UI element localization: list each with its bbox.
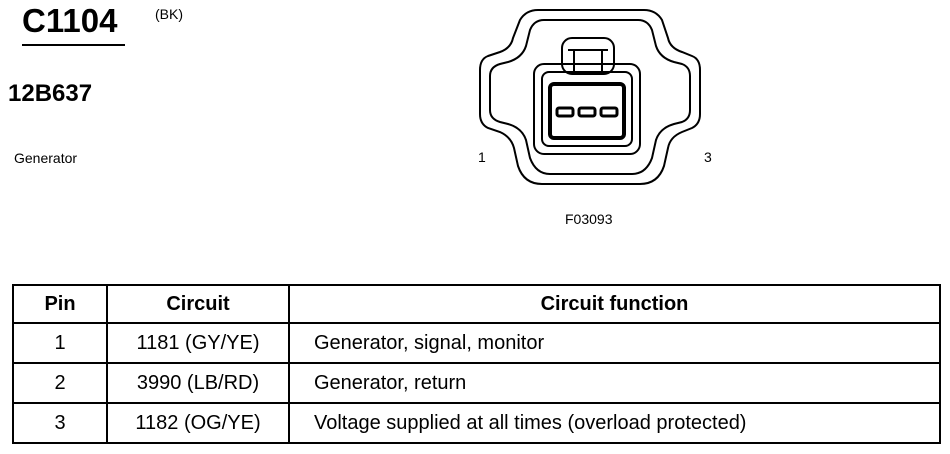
housing-inner-outline xyxy=(489,19,691,175)
connector-color-code: (BK) xyxy=(155,6,183,22)
header-circuit-function: Circuit function xyxy=(288,284,941,324)
table-row: 3 1182 (OG/YE) Voltage supplied at all t… xyxy=(12,402,941,444)
cell-pin: 1 xyxy=(12,322,108,364)
cell-circuit-function: Generator, signal, monitor xyxy=(288,322,941,364)
housing-outer-outline xyxy=(479,9,701,185)
terminal-pin-3 xyxy=(599,106,619,118)
cavity-surround-inner xyxy=(541,71,633,147)
figure-code: F03093 xyxy=(565,211,613,227)
pin-label-3: 3 xyxy=(704,149,712,165)
terminal-pin-1 xyxy=(555,106,575,118)
cavity-surround-outer xyxy=(533,63,641,155)
terminal-block xyxy=(548,82,626,140)
locking-latch xyxy=(561,37,615,75)
pin-label-1: 1 xyxy=(478,149,486,165)
pin-table: Pin Circuit Circuit function 1 1181 (GY/… xyxy=(12,284,941,444)
cell-circuit: 1181 (GY/YE) xyxy=(106,322,290,364)
cell-circuit: 3990 (LB/RD) xyxy=(106,362,290,404)
component-name: Generator xyxy=(14,150,78,166)
table-row: 2 3990 (LB/RD) Generator, return xyxy=(12,362,941,404)
table-row: 1 1181 (GY/YE) Generator, signal, monito… xyxy=(12,322,941,364)
connector-id: C1104 xyxy=(22,2,118,39)
cell-circuit: 1182 (OG/YE) xyxy=(106,402,290,444)
connector-id-underline xyxy=(22,44,125,46)
header-pin: Pin xyxy=(12,284,108,324)
cell-circuit-function: Voltage supplied at all times (overload … xyxy=(288,402,941,444)
cell-pin: 2 xyxy=(12,362,108,404)
terminal-pin-2 xyxy=(577,106,597,118)
cell-pin: 3 xyxy=(12,402,108,444)
header-circuit: Circuit xyxy=(106,284,290,324)
table-header-row: Pin Circuit Circuit function xyxy=(12,284,941,324)
connector-face-drawing xyxy=(479,9,701,185)
part-number: 12B637 xyxy=(8,80,93,107)
cell-circuit-function: Generator, return xyxy=(288,362,941,404)
